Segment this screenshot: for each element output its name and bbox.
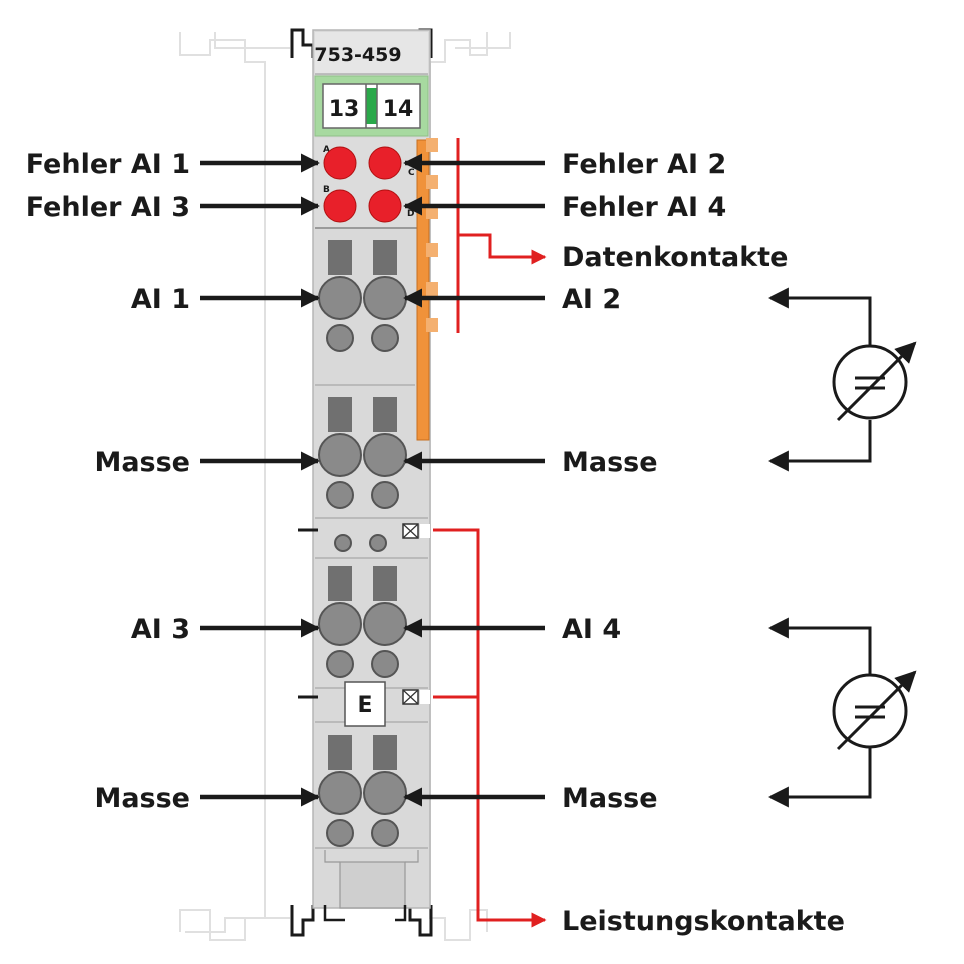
led-fehler-ai-1	[323, 146, 357, 180]
jumper-hole	[334, 534, 352, 552]
test-point-hole	[371, 650, 399, 678]
sensor-symbol-icon	[767, 617, 917, 808]
label-ai-4: AI 4	[562, 614, 621, 645]
channel-label-13: 13	[329, 97, 360, 122]
test-point-hole	[371, 819, 399, 847]
test-point-hole	[326, 324, 354, 352]
label-fehler-ai-2: Fehler AI 2	[562, 149, 726, 180]
led-fehler-ai-3	[323, 189, 357, 223]
led-letter-c: C	[408, 168, 415, 178]
release-slot	[373, 397, 397, 432]
marker-plate	[344, 681, 386, 727]
release-slot	[328, 566, 352, 601]
release-slot	[373, 240, 397, 275]
label-fehler-ai-3: Fehler AI 3	[26, 192, 190, 223]
label-ai-1: AI 1	[131, 284, 190, 315]
wire-entry-hole	[318, 276, 362, 320]
label-masse-4: Masse	[562, 783, 658, 814]
test-point-hole	[326, 819, 354, 847]
marker-text: E	[357, 693, 372, 718]
label-datenkontakte: Datenkontakte	[562, 242, 788, 273]
channel-label-14: 14	[383, 97, 414, 122]
test-point-hole	[326, 650, 354, 678]
led-fehler-ai-2	[368, 146, 402, 180]
release-slot	[328, 240, 352, 275]
wire-entry-hole	[363, 276, 407, 320]
release-slot	[328, 735, 352, 770]
jumper-hole	[369, 534, 387, 552]
signal-arrows	[200, 153, 545, 807]
status-leds	[323, 146, 402, 223]
label-fehler-ai-4: Fehler AI 4	[562, 192, 726, 223]
test-point-hole	[371, 324, 399, 352]
wire-entry-hole	[318, 433, 362, 477]
led-letter-a: A	[323, 145, 330, 155]
label-ai-3: AI 3	[131, 614, 190, 645]
label-ai-2: AI 2	[562, 284, 621, 315]
label-leistungskontakte: Leistungskontakte	[562, 906, 845, 937]
release-slot	[373, 735, 397, 770]
wire-entry-hole	[363, 771, 407, 815]
label-masse-3: Masse	[94, 783, 190, 814]
contact-brackets	[433, 138, 547, 928]
led-letter-b: B	[323, 185, 330, 195]
terminal-blocks	[318, 240, 407, 847]
led-fehler-ai-4	[368, 189, 402, 223]
sensor-symbol-icon	[767, 287, 917, 472]
label-masse-2: Masse	[562, 447, 658, 478]
part-number: 753-459	[314, 44, 401, 66]
label-masse-1: Masse	[94, 447, 190, 478]
led-letter-d: D	[407, 209, 414, 219]
wire-entry-hole	[363, 602, 407, 646]
label-fehler-ai-1: Fehler AI 1	[26, 149, 190, 180]
test-point-hole	[326, 481, 354, 509]
wire-entry-hole	[363, 433, 407, 477]
release-slot	[373, 566, 397, 601]
wire-entry-hole	[318, 771, 362, 815]
test-point-hole	[371, 481, 399, 509]
release-slot	[328, 397, 352, 432]
wire-entry-hole	[318, 602, 362, 646]
